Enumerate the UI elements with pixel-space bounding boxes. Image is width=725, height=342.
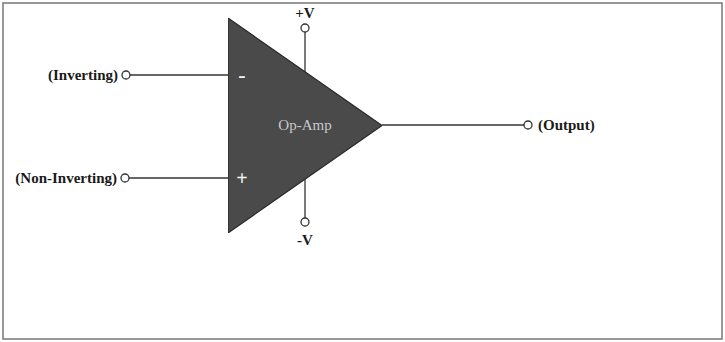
non-inverting-sign: +	[236, 168, 247, 188]
inverting-sign: -	[238, 64, 245, 86]
supply-label: +V	[295, 5, 314, 22]
pin-label: (Non-Inverting)	[15, 170, 117, 187]
op-amp-triangle: - Op-Amp +	[228, 18, 382, 233]
output-wire	[382, 124, 524, 125]
terminal	[122, 71, 130, 79]
triangle-shape	[228, 18, 382, 233]
input-wire	[129, 177, 228, 178]
input-wire	[130, 74, 228, 75]
pin-label: (Output)	[538, 117, 595, 134]
supply-wire	[304, 179, 305, 218]
terminal	[301, 218, 309, 226]
op-amp-name: Op-Amp	[278, 118, 331, 133]
terminal	[524, 121, 532, 129]
pin-label: (Inverting)	[48, 67, 118, 84]
terminal	[301, 24, 309, 32]
terminal	[121, 174, 129, 182]
supply-label: -V	[297, 232, 313, 249]
frame	[3, 3, 722, 339]
supply-wire	[304, 32, 305, 72]
